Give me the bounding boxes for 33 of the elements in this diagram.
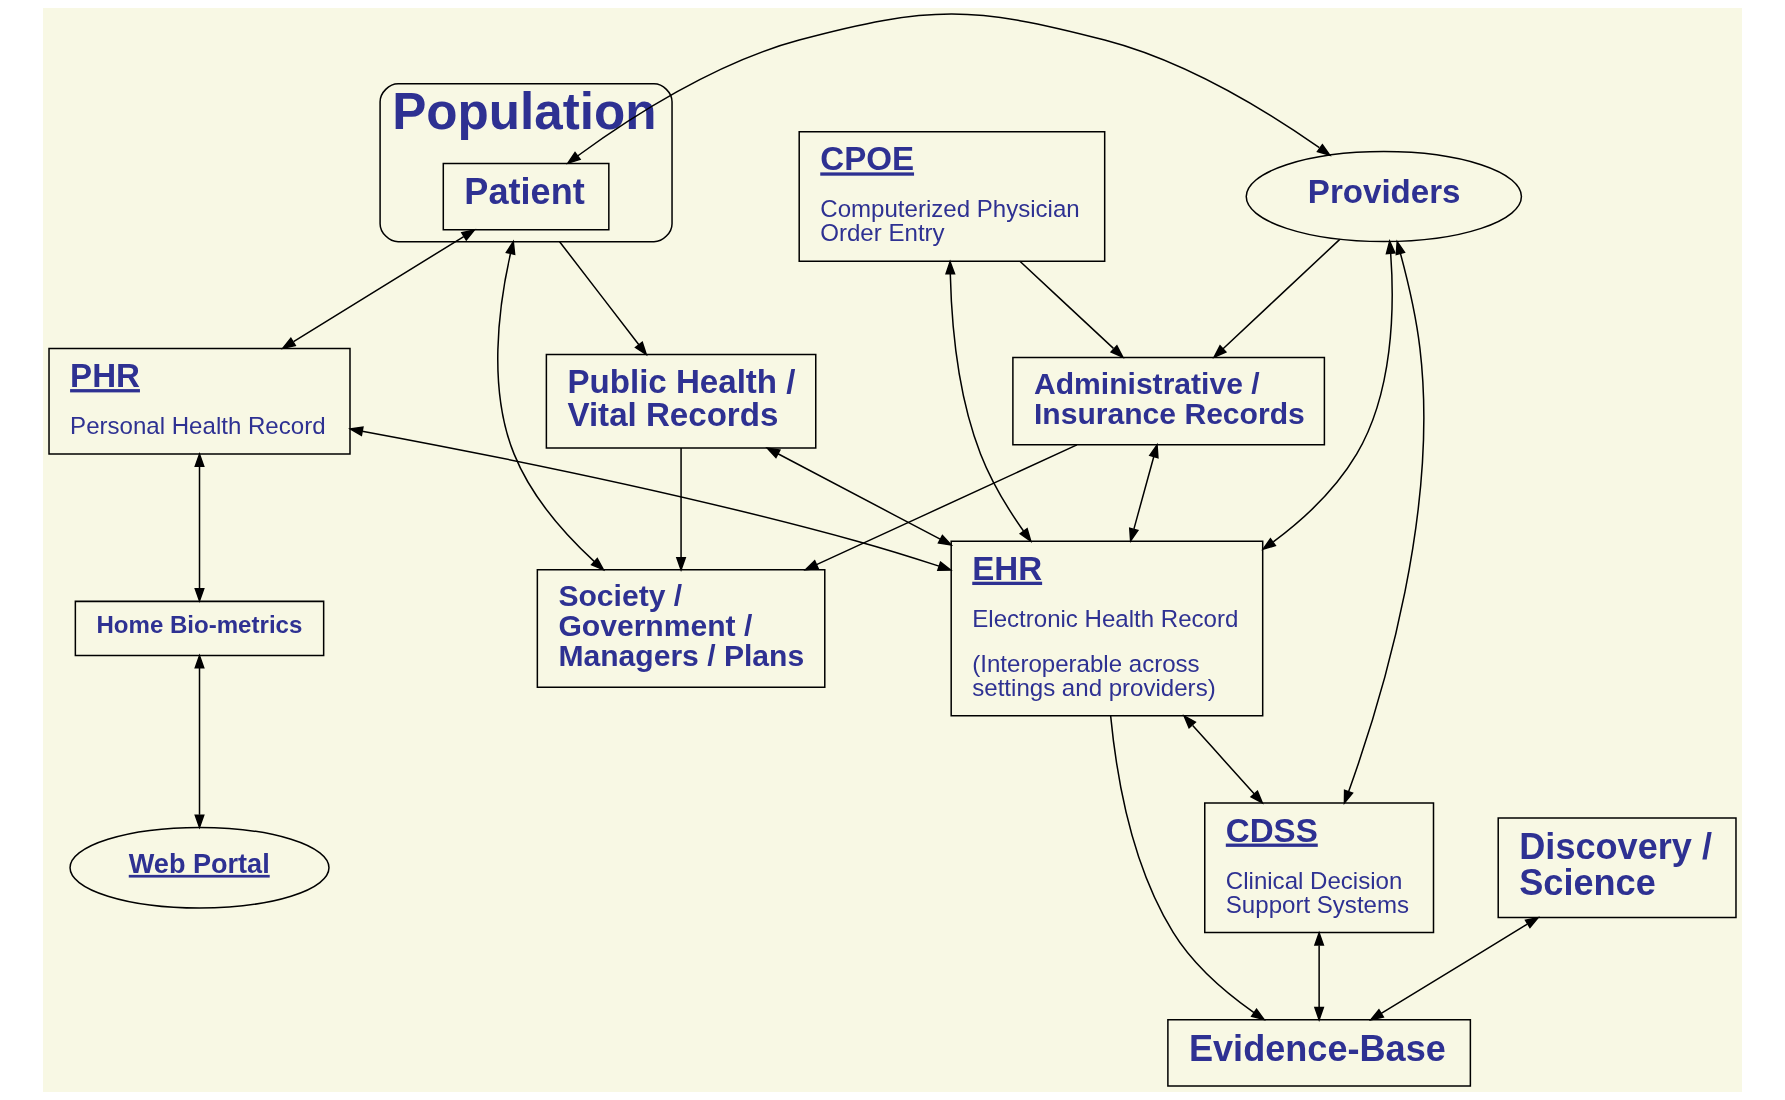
arrow [194,653,205,830]
node-ellipse: Web Portal [69,826,330,909]
node-box: Discovery / Science [1497,817,1737,919]
node-box: CPOE Computerized Physician Order Entry [798,131,1106,263]
arrow [945,259,1033,543]
node-box: Society / Government / Managers / Plans [536,569,826,688]
arrow [348,426,953,571]
arrow [280,228,477,350]
arrow [803,444,1078,571]
arrow [1313,930,1325,1022]
arrow [1368,916,1540,1021]
arrow [497,239,606,572]
arrow [1261,239,1396,551]
arrow [675,447,687,572]
node-ellipse: Providers [1245,150,1523,243]
arrow [194,451,205,604]
arrow [1182,714,1264,805]
node-box: Home Bio-metrics [74,600,325,657]
node-box: Public Health / Vital Records [545,353,817,449]
arrow [1109,715,1266,1021]
node-box: Evidence-Base [1167,1019,1472,1087]
node-box: Patient [442,162,610,231]
arrow [1019,260,1125,359]
arrow [558,240,648,357]
arrow [1343,239,1425,806]
arrow [765,447,954,546]
node-box: Administrative / Insurance Records [1012,356,1326,446]
arrow [1128,442,1159,544]
node-box: EHR Electronic Health Record (Interoperable across settings and providers) [950,540,1264,717]
node-box: PHR Personal Health Record [48,347,351,455]
node-box: CDSS Clinical Decision Support Systems [1204,802,1435,934]
arrow [1212,238,1341,359]
arrow [566,13,1332,165]
